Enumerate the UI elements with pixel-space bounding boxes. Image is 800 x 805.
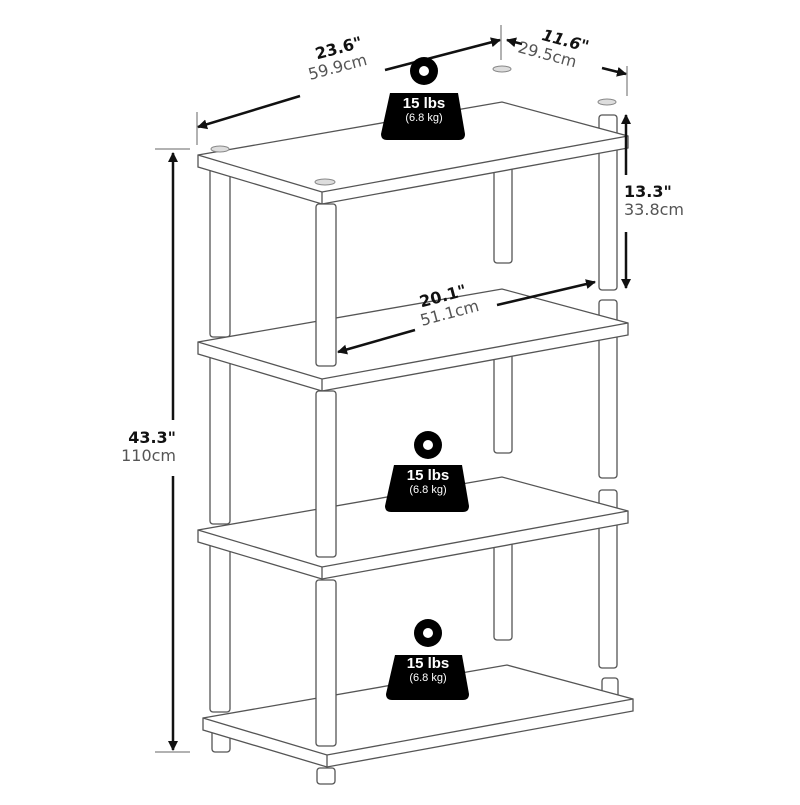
weight-kg: (6.8 kg)	[409, 672, 447, 684]
post-caps	[210, 65, 617, 186]
spacing-imperial: 13.3"	[624, 182, 672, 201]
spacing-metric: 33.8cm	[624, 200, 685, 219]
height-metric: 110cm	[121, 446, 176, 465]
shelf-spacing-label: 13.3" 33.8cm	[624, 184, 684, 218]
height-imperial: 43.3"	[128, 428, 176, 447]
weight-label-bottom: 15 lbs (6.8 kg)	[388, 656, 468, 684]
weight-kg: (6.8 kg)	[409, 484, 447, 496]
height-dimension-label: 43.3" 110cm	[114, 430, 176, 464]
front-posts	[315, 203, 337, 785]
weight-label-middle: 15 lbs (6.8 kg)	[388, 468, 468, 496]
weight-lbs: 15 lbs	[406, 467, 450, 484]
dimension-lines	[168, 37, 631, 751]
extension-lines	[155, 25, 628, 753]
weight-label-top: 15 lbs (6.8 kg)	[384, 96, 464, 124]
weight-lbs: 15 lbs	[402, 95, 446, 112]
weight-icon-top	[381, 57, 465, 140]
weight-lbs: 15 lbs	[406, 655, 450, 672]
back-posts	[209, 114, 619, 753]
weight-icon-bottom	[386, 619, 469, 700]
weight-kg: (6.8 kg)	[405, 112, 443, 124]
shelf-2	[197, 288, 629, 392]
weight-icon-middle	[385, 431, 469, 512]
